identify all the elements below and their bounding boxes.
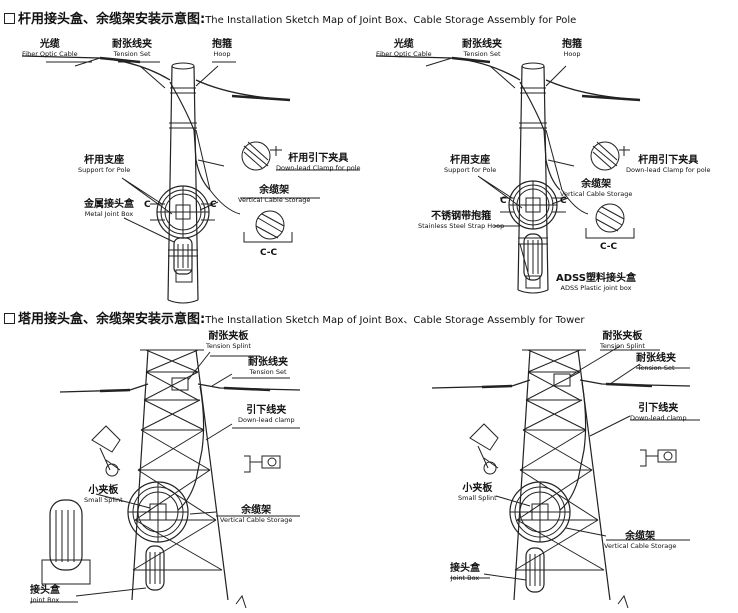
tower-diagram-left [30,349,301,609]
tower-diagram-right [431,345,700,609]
fiber-cable [21,55,291,101]
clamp-detail [241,141,271,171]
pole-top [171,62,195,70]
pole-heading: 杆用接头盒、余缆架安装示意图:The Installation Sketch M… [4,8,576,27]
section-mark-c: C [210,200,217,210]
section-detail [255,210,285,240]
section-mark-cc: C-C [600,242,618,252]
checkbox-icon [4,313,15,324]
tower-heading: 塔用接头盒、余缆架安装示意图:The Installation Sketch M… [4,308,585,327]
pole-diagram-right [375,55,641,294]
down-lead [169,81,211,191]
section-mark-c: C [500,196,507,206]
section-mark-cc: C-C [260,248,278,258]
section-mark-c: C [560,196,567,206]
pole-diagram-left [21,55,360,304]
pole-outline [167,65,199,301]
checkbox-icon [4,13,15,24]
hoop-band [168,87,198,257]
metal-joint-box-shape [173,237,193,275]
section-mark-c: C [144,200,151,210]
